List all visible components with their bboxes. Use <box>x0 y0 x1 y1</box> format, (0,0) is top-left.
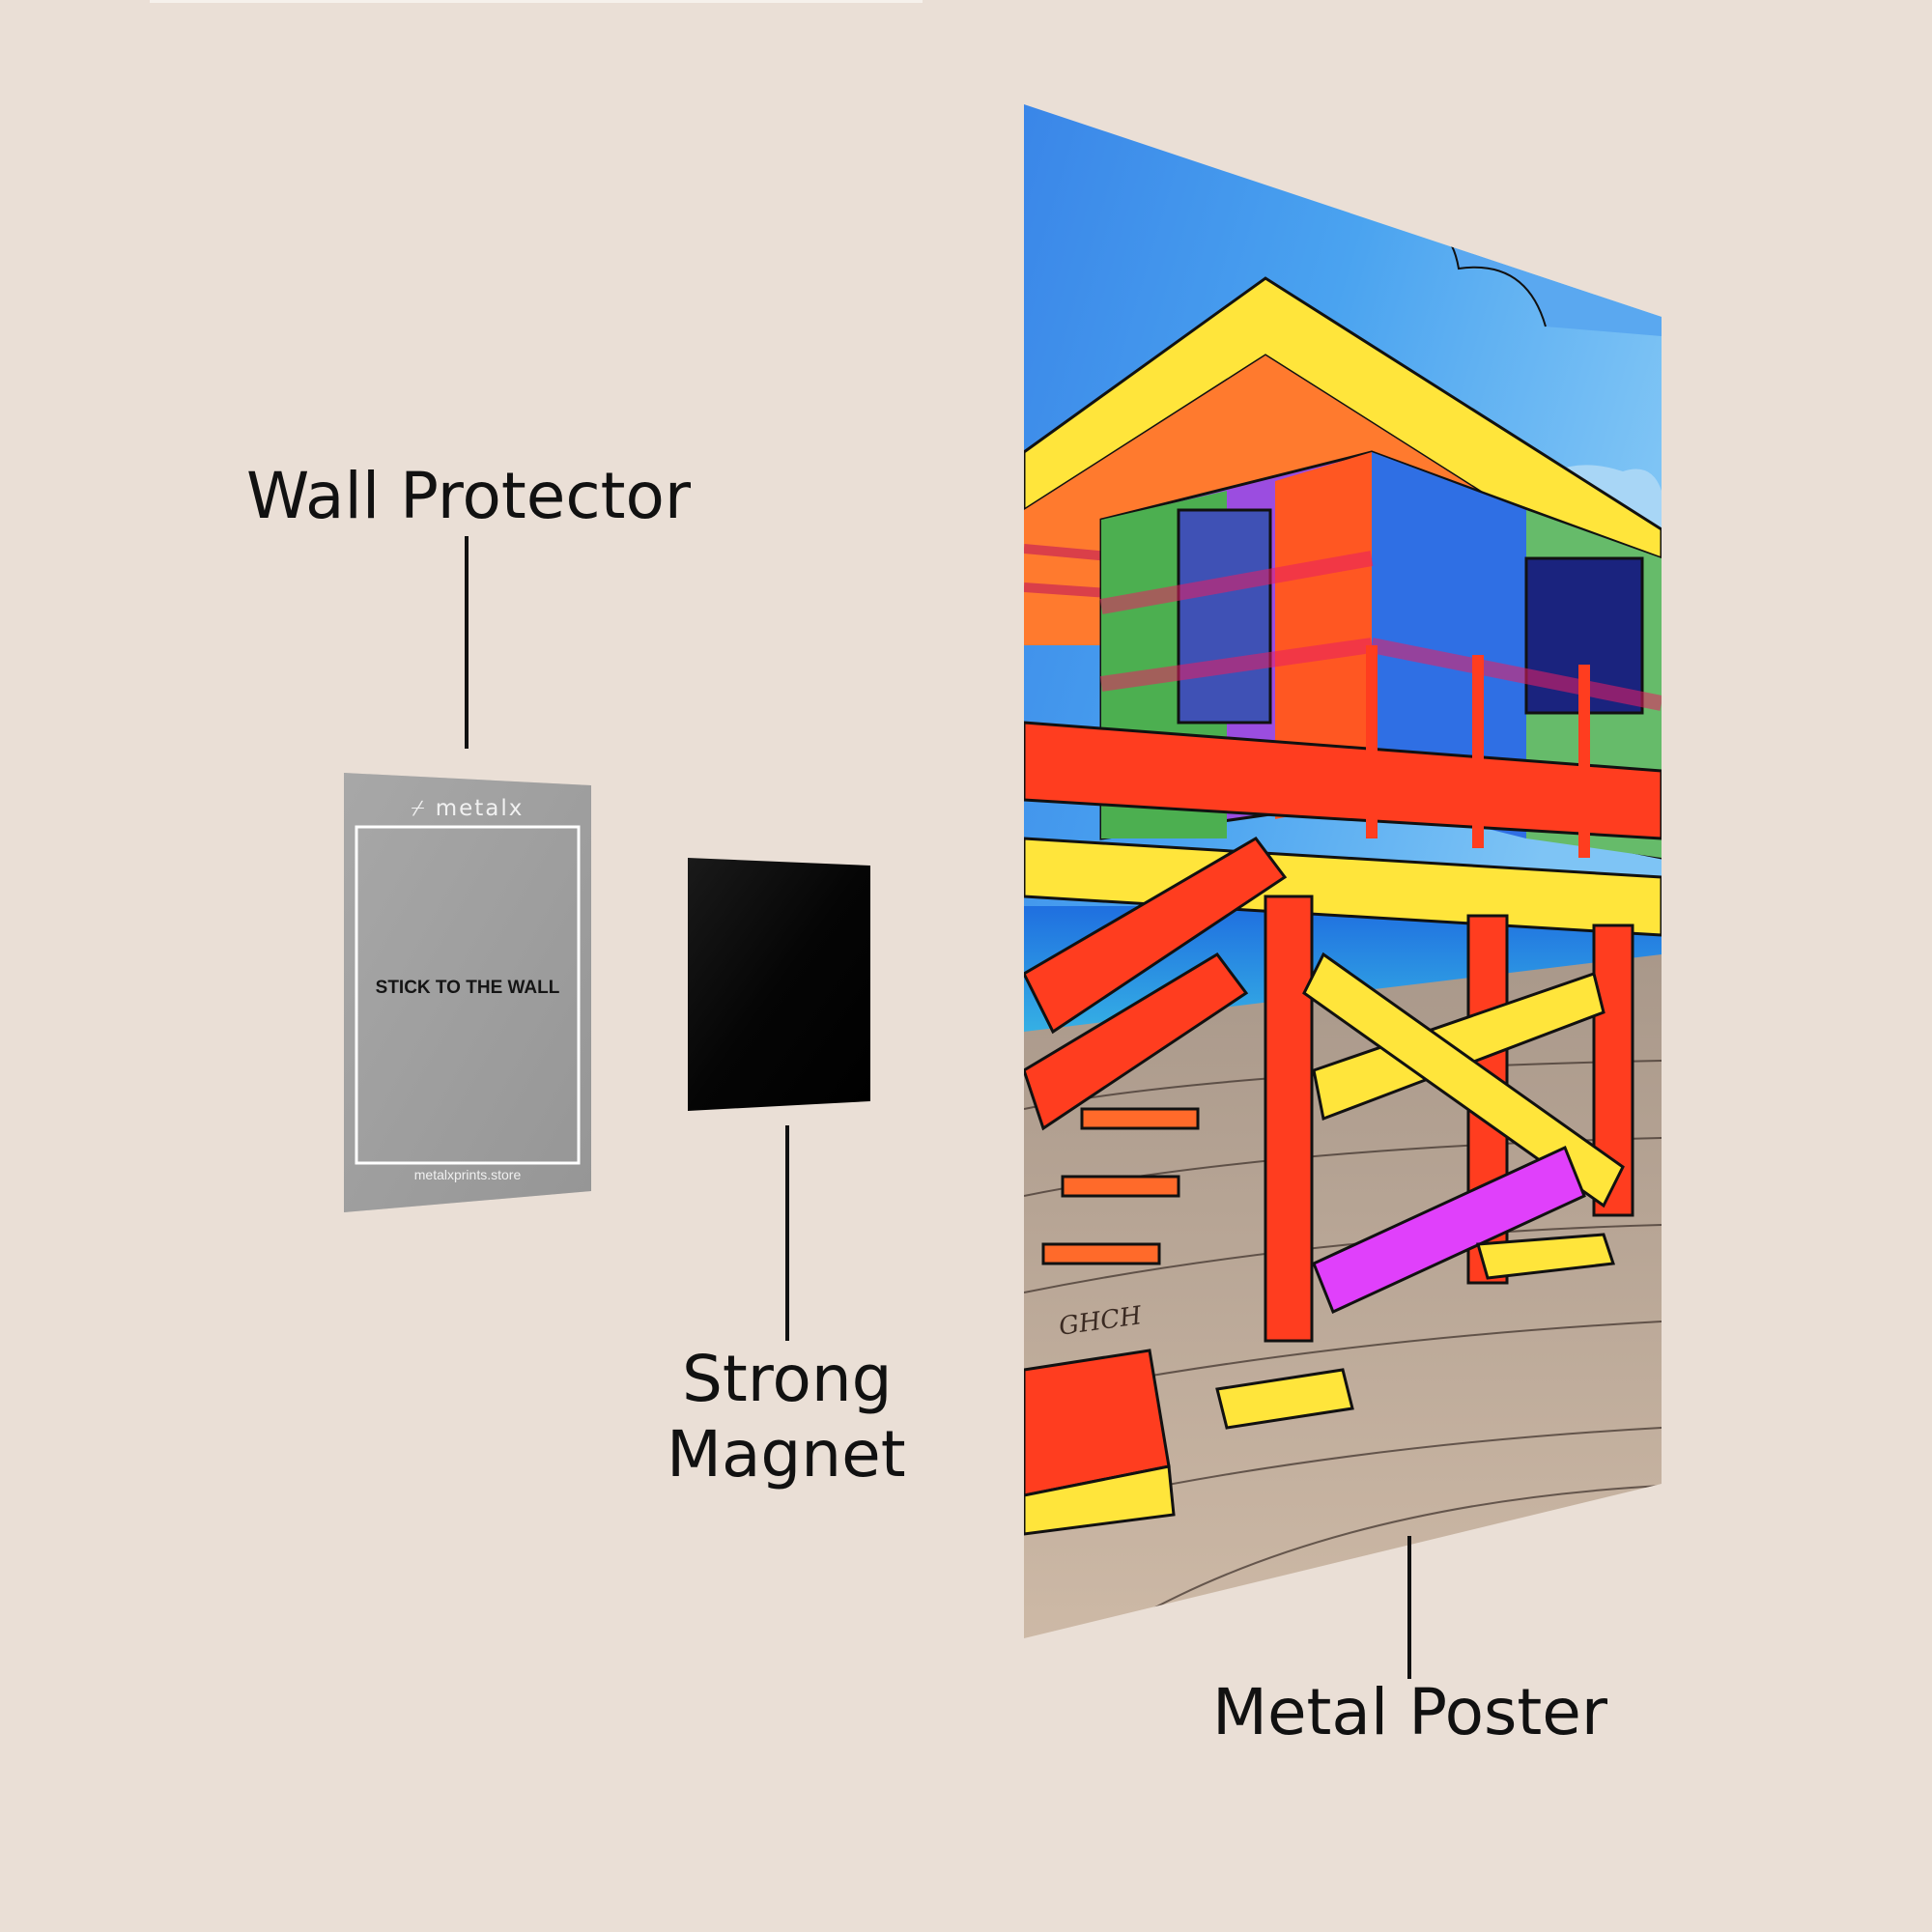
metal-poster-label: Metal Poster <box>1212 1675 1608 1749</box>
protector-url: metalxprints.store <box>413 1167 522 1182</box>
metal-poster-leader-line <box>1407 1536 1411 1679</box>
stick-to-wall-text: STICK TO THE WALL <box>375 978 560 998</box>
strong-magnet-label-line2: Magnet <box>667 1417 906 1492</box>
strong-magnet <box>688 858 870 1111</box>
strong-magnet-label-line1: Strong <box>682 1342 893 1416</box>
wall-protector-label: Wall Protector <box>246 459 692 533</box>
top-edge-strip <box>150 0 923 3</box>
metal-poster: GHCH <box>1024 104 1662 1638</box>
metalx-logo: ⌿ metalx <box>411 796 525 821</box>
lifeguard-tower-artwork <box>1024 104 1662 1638</box>
strong-magnet-leader-line <box>785 1125 789 1341</box>
wall-protector-leader-line <box>465 536 469 749</box>
wall-protector-plate: ⌿ metalx STICK TO THE WALL metalxprints.… <box>344 773 591 1212</box>
